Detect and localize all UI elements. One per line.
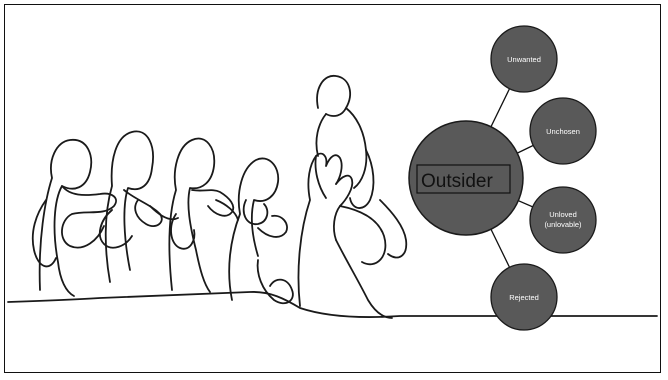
node-unwanted-circle: [490, 25, 558, 93]
central-circle: [408, 120, 524, 236]
node-unchosen-label: Unchosen: [546, 127, 580, 136]
node-unchosen-circle: [529, 97, 597, 165]
node-unloved-label-line2: (unlovable): [544, 220, 582, 229]
node-rejected: Rejected: [490, 263, 558, 331]
node-unwanted-label: Unwanted: [507, 55, 541, 64]
node-rejected-label: Rejected: [509, 293, 539, 302]
node-unloved: Unloved (unlovable): [529, 186, 597, 254]
node-rejected-circle: [490, 263, 558, 331]
central-label: Outsider: [421, 171, 493, 192]
node-unloved-label-line1: Unloved: [549, 210, 577, 219]
node-unloved-circle: [529, 186, 597, 254]
central-node: Outsider: [408, 120, 524, 236]
line-art-people-illustration: [7, 75, 658, 319]
central-label-box: [416, 164, 511, 194]
node-unchosen: Unchosen: [529, 97, 597, 165]
node-unwanted: Unwanted: [490, 25, 558, 93]
